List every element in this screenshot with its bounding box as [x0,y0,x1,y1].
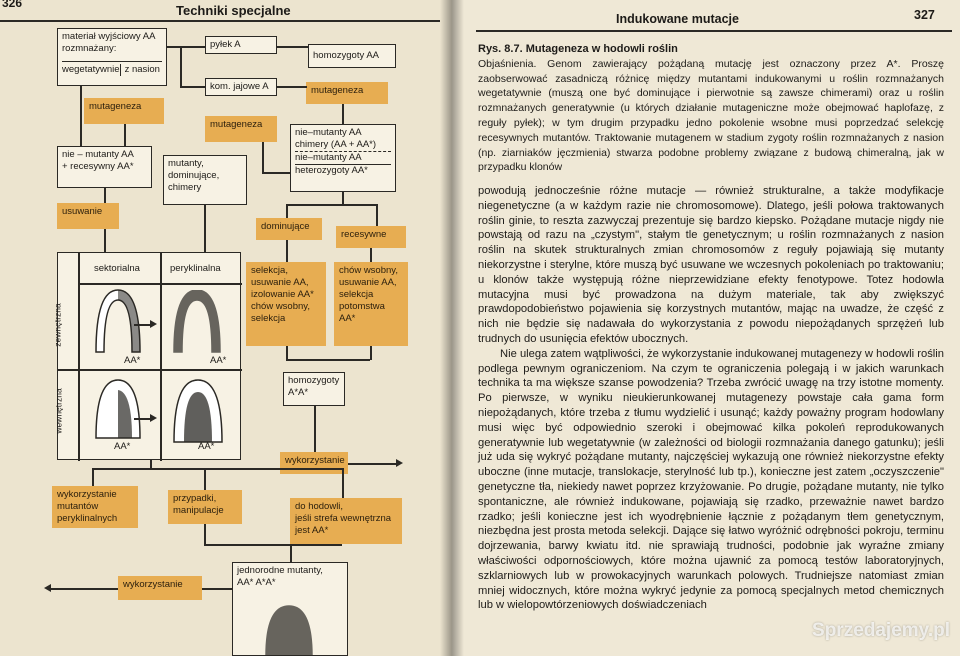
caption-text: Objaśnienia. Genom zawierający pożądaną … [478,57,944,174]
table-label-2: AA* [210,355,227,366]
recessive-selection-box: chów wsobny, usuwanie AA, selekcja potom… [334,262,408,346]
recessive-selection-line1: chów wsobny, [339,265,398,276]
table-arrow-2 [150,414,157,422]
start-box-line2: rozmnażany: [62,43,117,54]
periclinal-utilisation-line2: mutantów [57,501,99,512]
recessive-selection-line5: AA* [339,313,356,324]
generative-mix-line4: heterozygoty AA* [295,165,368,176]
left-head-rule [0,20,440,22]
recessive-label-box: recesywne [336,226,406,248]
generative-mix-box: nie–mutanty AA chimery (AA + AA*) nie–mu… [290,124,396,192]
dominant-selection-line1: selekcja, [251,265,288,276]
dominant-chimera-box: mutanty, dominujące, chimery [163,155,247,205]
manipulation-box: przypadki, manipulacje [168,490,242,524]
periclinal-utilisation-box: wykorzystanie mutantów peryklinalnych [52,486,138,528]
recessive-mix-line1: nie – mutanty AA [62,149,134,160]
dominant-chimera-line2: dominujące, [168,170,220,181]
dominant-selection-line3: izolowanie AA* [251,289,314,300]
homozygotes-aa-box: homozygoty AA [308,44,396,68]
breeding-box: do hodowli, jeśli strefa wewnętrzna jest… [290,498,402,544]
dominant-chimera-line3: chimery [168,182,202,193]
figure-caption: Rys. 8.7. Mutageneza w hodowli roślin Ob… [478,42,944,175]
periclinal-outer-plant-icon [173,290,221,353]
right-page: Indukowane mutacje 327 [452,0,960,656]
breeding-line1: do hodowli, [295,501,344,512]
mutagenesis-box-1: mutageneza [84,98,164,124]
dominant-label-box: dominujące [256,218,322,240]
table-row-inner: wewnętrzna [53,388,64,434]
body-text: powodują jednocześnie różne mutacje — ró… [478,184,944,613]
recessive-mix-line2: + recesywny AA* [62,161,134,172]
homogeneous-plant-icon [265,605,313,656]
start-box: materiał wyjściowy AA rozmnażany: wegeta… [57,28,167,86]
dominant-selection-box: selekcja, usuwanie AA, izolowanie AA* ch… [246,262,326,346]
egg-cell-box: kom. jajowe A [205,78,277,96]
right-head-rule [476,30,952,32]
table-arrow-1 [150,320,157,328]
recessive-selection-line3: selekcja [339,289,374,300]
table-row-outer: zewnętrzna [52,303,63,347]
body-paragraph-1: powodują jednocześnie różne mutacje — ró… [478,185,944,345]
periclinal-utilisation-line3: peryklinalnych [57,513,118,524]
caption-label: Rys. 8.7. Mutageneza w hodowli roślin [478,43,678,55]
right-page-number: 327 [914,8,935,22]
dominant-chimera-line1: mutanty, [168,158,204,169]
sectorial-outer-plant-icon [95,289,141,353]
utilisation-box-1: wykorzystanie [280,452,348,474]
start-box-seeds: z nasion [124,64,160,75]
recessive-mix-box: nie – mutanty AA + recesywny AA* [57,146,152,188]
start-box-vegetative: wegetatywnie [62,64,121,76]
homozygotes-star-line1: homozygoty [288,375,340,386]
to-utilisation-arrow [396,459,403,467]
right-running-head: Indukowane mutacje [616,12,739,26]
book-gutter [440,0,464,656]
left-page-number: 326 [2,0,23,10]
pollen-box: pyłek A [205,36,277,54]
chimera-table: sektorialna peryklinalna zewnętrzna wewn… [53,252,242,461]
dominant-selection-line5: selekcja [251,313,286,324]
manipulation-line2: manipulacje [173,505,224,516]
start-box-line1: materiał wyjściowy AA [62,31,156,42]
periclinal-inner-plant-icon [173,379,223,443]
generative-mix-line3: nie–mutanty AA [295,152,391,165]
table-label-1: AA* [124,355,141,366]
sectorial-inner-plant-icon [95,379,141,439]
homogeneous-line1: jednorodne mutanty, [237,565,323,576]
left-running-head: Techniki specjalne [176,3,291,18]
utilisation-box-2: wykorzystanie [118,576,202,600]
breeding-line3: jest AA* [295,525,329,536]
homogeneous-line2: AA* A*A* [237,577,276,588]
homozygotes-star-box: homozygoty A*A* [283,372,345,406]
dominant-selection-line4: chów wsobny, [251,301,310,312]
mutagenesis-box-3: mutageneza [306,82,388,104]
table-col-periclinal: peryklinalna [170,263,221,274]
body-paragraph-2: Nie ulega zatem wątpliwości, że wykorzys… [478,347,944,612]
table-label-3: AA* [114,441,131,452]
generative-mix-line2: chimery (AA + AA*) [295,139,391,152]
removal-box: usuwanie [57,203,119,229]
recessive-selection-line4: potomstwa [339,301,385,312]
generative-mix-line1: nie–mutanty AA [295,127,362,138]
mutagenesis-box-2: mutageneza [205,116,277,142]
recessive-selection-line2: usuwanie AA, [339,277,397,288]
breeding-line2: jeśli strefa wewnętrzna [295,513,392,524]
table-col-sectorial: sektorialna [94,263,140,274]
table-label-4: AA* [198,441,215,452]
homozygotes-star-line2: A*A* [288,387,309,398]
final-utilisation-arrow [44,584,51,592]
watermark: Sprzedajemy.pl [812,620,950,641]
periclinal-utilisation-line1: wykorzystanie [57,489,117,500]
dominant-selection-line2: usuwanie AA, [251,277,309,288]
manipulation-line1: przypadki, [173,493,217,504]
left-page: 326 Techniki specjalne materiał wyjściow… [0,0,452,656]
